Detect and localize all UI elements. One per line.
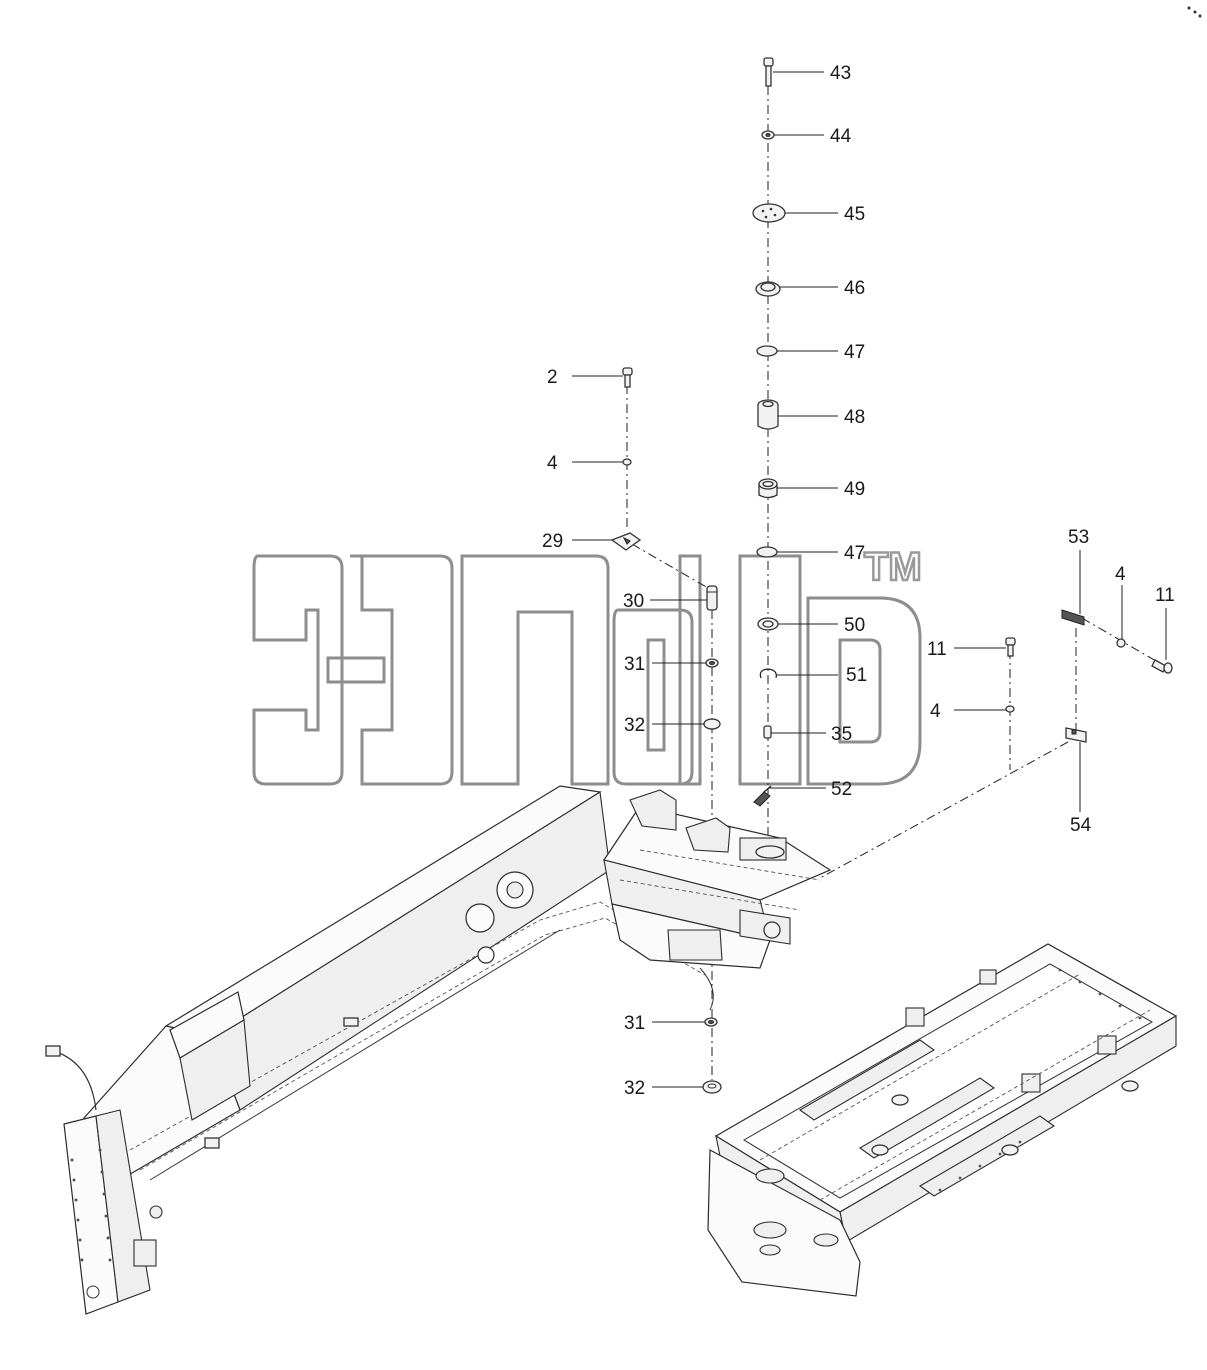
callout-4-right-upper: 4 <box>1115 564 1126 585</box>
callout-47-upper: 47 <box>844 342 865 363</box>
washer-4-left <box>622 458 632 466</box>
bolt-43 <box>763 57 774 87</box>
fitting-35 <box>763 725 772 739</box>
callout-labels: 43 44 45 46 47 48 49 47 50 51 35 52 2 4 … <box>542 63 1175 1099</box>
leader-lines <box>572 71 1167 1088</box>
bolt-2 <box>622 367 633 388</box>
callout-30: 30 <box>623 591 644 612</box>
callout-44: 44 <box>830 126 852 147</box>
callout-49: 49 <box>844 479 865 500</box>
callout-45: 45 <box>844 204 865 225</box>
callout-46: 46 <box>844 278 865 299</box>
bracket-54 <box>1065 727 1087 743</box>
circlip-51 <box>759 668 777 679</box>
bolt-11-right <box>1151 659 1173 674</box>
callout-31-upper: 31 <box>624 654 645 675</box>
washer-31-lower <box>704 1017 718 1027</box>
callout-11-right: 11 <box>1155 585 1175 606</box>
callout-51: 51 <box>846 665 867 686</box>
washer-32-lower <box>702 1080 722 1094</box>
snap-ring-47-upper <box>756 345 778 357</box>
callout-11-upper: 11 <box>927 639 947 660</box>
callout-47-lower: 47 <box>844 543 865 564</box>
callout-50: 50 <box>844 615 865 636</box>
sensor-52 <box>753 785 772 807</box>
callout-43: 43 <box>830 63 851 84</box>
callout-35: 35 <box>831 724 852 745</box>
callout-29: 29 <box>542 531 563 552</box>
washer-4-right-upper <box>1116 638 1126 648</box>
slew-head-assembly <box>603 789 832 1011</box>
snap-ring-47-lower <box>756 546 778 558</box>
spacer-49 <box>758 478 778 499</box>
callout-31-lower: 31 <box>624 1013 645 1034</box>
callout-32-upper: 32 <box>624 715 645 736</box>
chassis-frame <box>707 943 1178 1297</box>
callout-54: 54 <box>1070 815 1092 836</box>
callout-4-left: 4 <box>547 453 558 474</box>
bolt-11-upper <box>1005 637 1016 657</box>
cover-plate-45 <box>752 203 786 223</box>
pin-30 <box>706 585 718 611</box>
washer-31-upper <box>705 658 719 668</box>
bracket-53 <box>1061 609 1085 626</box>
bracket-bolt-axis <box>1081 617 1169 669</box>
callout-4-right-lower: 4 <box>930 701 941 722</box>
plate-to-pin-axis <box>631 543 709 589</box>
trademark-mark: TM <box>864 545 922 589</box>
washer-32-upper <box>703 718 721 730</box>
bearing-50 <box>757 617 779 631</box>
washer-44 <box>761 130 775 140</box>
bracket-to-frame-axis <box>819 741 1069 879</box>
bushing-48 <box>757 399 779 430</box>
corner-mark <box>1187 6 1202 18</box>
callout-52: 52 <box>831 779 852 800</box>
callout-48: 48 <box>844 407 865 428</box>
callout-53: 53 <box>1068 527 1089 548</box>
watermark-logo: TM <box>252 544 923 786</box>
plate-29 <box>610 532 642 551</box>
callout-2: 2 <box>547 367 558 388</box>
washer-4-right-lower <box>1005 705 1015 713</box>
boom-arm-assembly <box>45 785 706 1315</box>
bearing-46 <box>755 281 781 297</box>
callout-32-lower: 32 <box>624 1078 645 1099</box>
